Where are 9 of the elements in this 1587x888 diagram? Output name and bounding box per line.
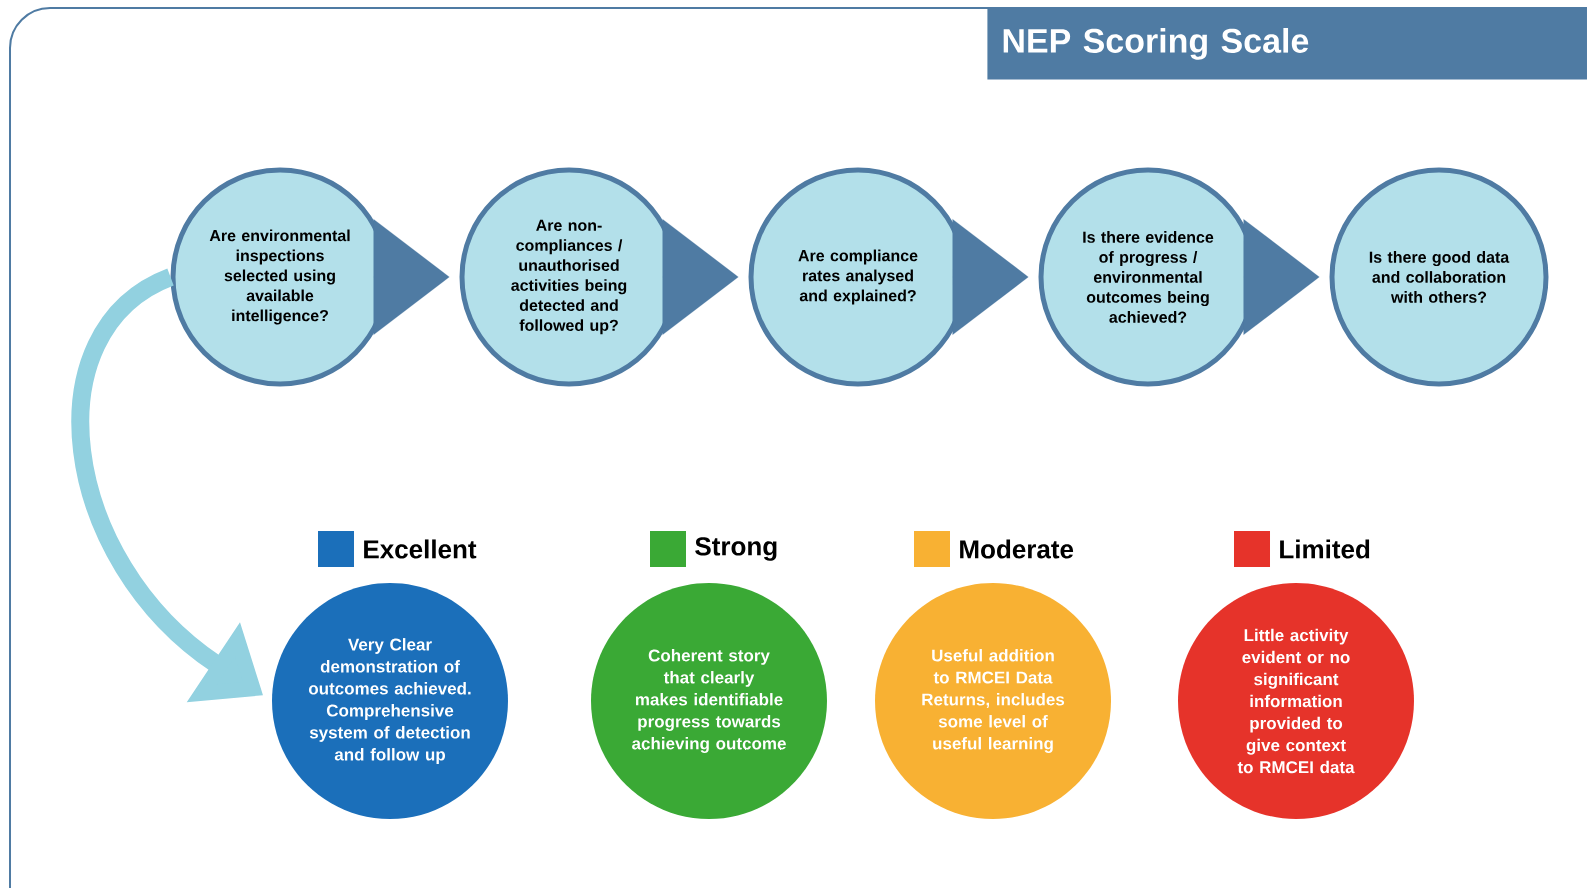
arrow <box>373 219 450 335</box>
legend-label: Strong <box>695 537 777 561</box>
arrow <box>1243 219 1320 335</box>
arrow <box>952 219 1029 335</box>
legend-label: Limited <box>1280 539 1370 559</box>
title-band: NEP Scoring Scale <box>987 8 1587 80</box>
arrow <box>662 219 739 335</box>
legend-label: Moderate <box>960 539 1074 559</box>
legend-label: Excellent <box>364 539 477 559</box>
